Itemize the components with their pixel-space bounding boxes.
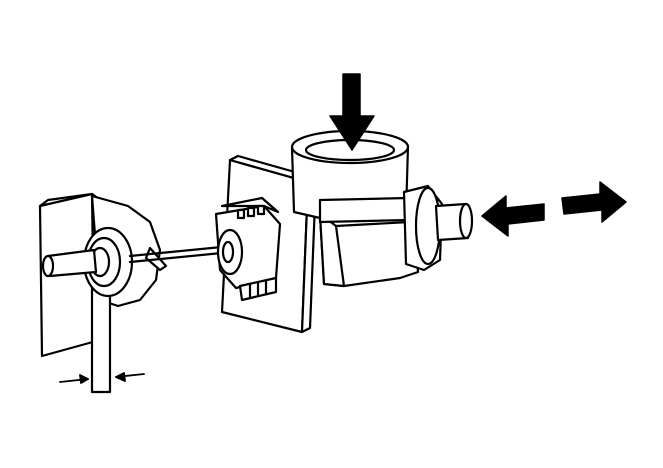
motion-arrows [329, 73, 627, 237]
plunger-rod-upper [128, 244, 234, 258]
dimension-arrow-right-icon [79, 374, 89, 384]
dimension-arrow-left-icon [115, 372, 126, 382]
switch-collar [318, 196, 412, 224]
plunger-rod-lower [128, 250, 234, 264]
connector-top [220, 196, 280, 214]
plunger-rod [128, 244, 234, 264]
left-arrow-icon [481, 195, 545, 237]
connector-terminal-1 [236, 208, 246, 220]
switch-assembly [290, 129, 474, 288]
connector-terminal-2 [246, 206, 256, 218]
down-arrow-icon [329, 73, 375, 151]
stud-shaft [41, 248, 98, 278]
switch-housing-divider [334, 220, 412, 228]
right-arrow-icon [561, 181, 627, 223]
switch-plunger-end [458, 202, 474, 240]
bracket-plate-edge [38, 192, 94, 208]
connector-terminal-3 [256, 204, 266, 216]
stud-shaft-end [41, 254, 55, 278]
connector-boss-hole [221, 240, 235, 264]
electrical-connector [214, 196, 282, 302]
gap-dimension [59, 372, 145, 384]
